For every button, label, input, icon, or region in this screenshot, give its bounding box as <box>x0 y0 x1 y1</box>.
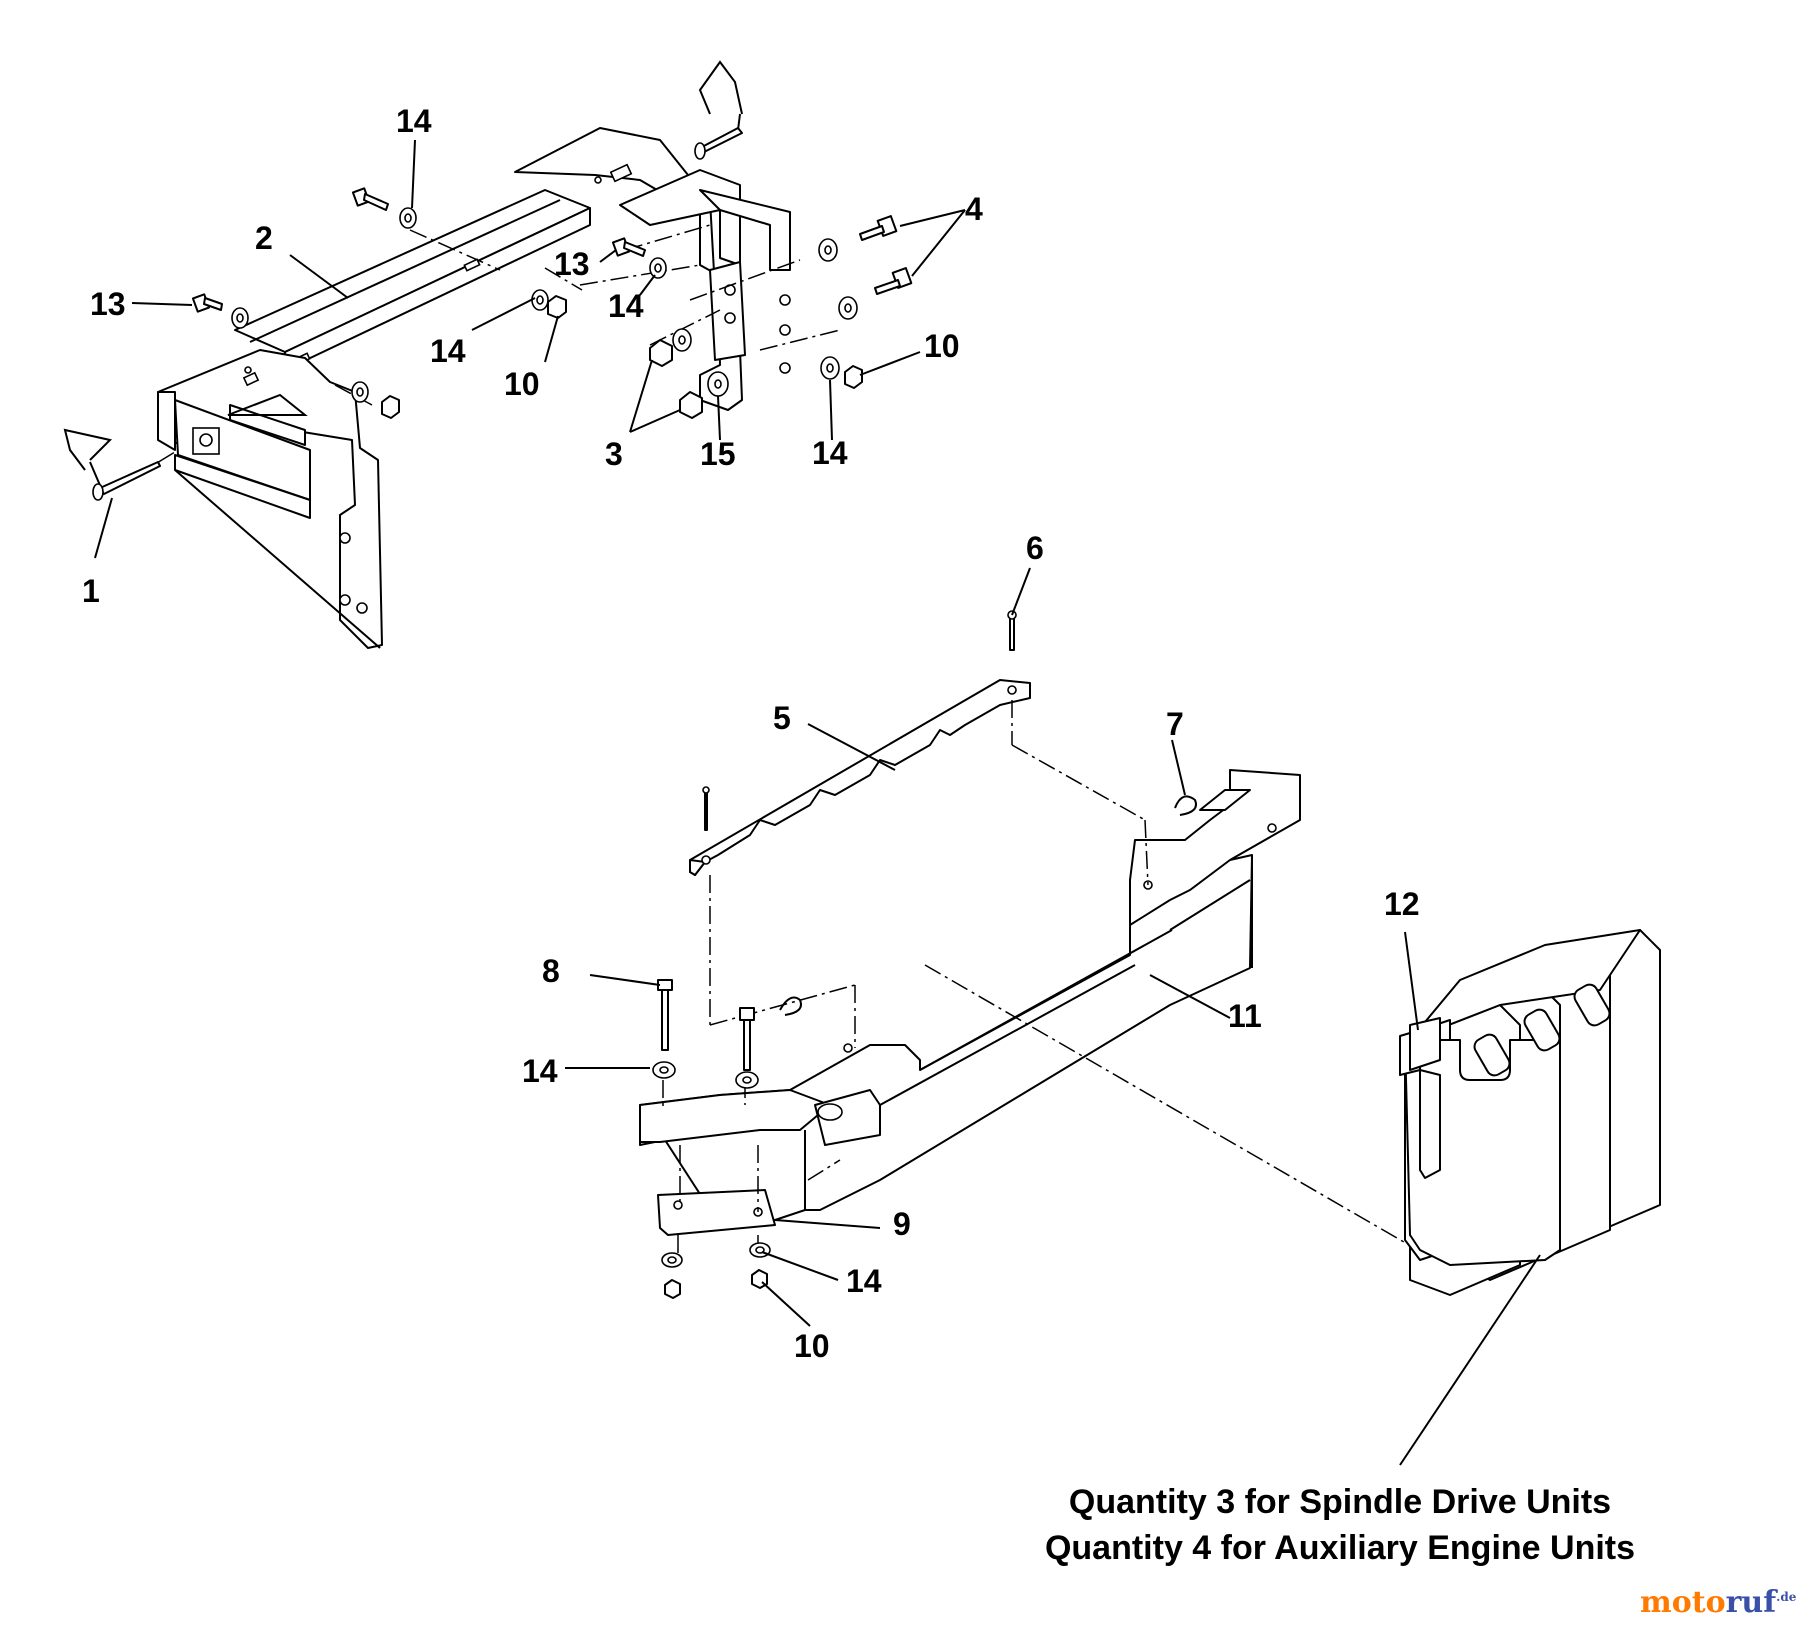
callout-11: 11 <box>1228 998 1262 1034</box>
bolt-4-upper <box>859 215 898 241</box>
callout-14-right: 14 <box>812 435 848 471</box>
front-weight <box>1404 1039 1561 1266</box>
hairpin-lower <box>779 996 802 1016</box>
callout-3: 3 <box>605 436 623 472</box>
bolt-second <box>739 1007 755 1071</box>
callout-6: 6 <box>1026 530 1044 566</box>
hairpin-7 <box>1174 795 1197 816</box>
watermark-part-1: moto <box>1640 1585 1726 1620</box>
callout-10-right: 10 <box>924 328 960 364</box>
suitcase-weights <box>1399 929 1661 1296</box>
callout-7: 7 <box>1166 706 1184 742</box>
weight-handle-1 <box>1473 1033 1511 1077</box>
callout-14-center: 14 <box>608 288 644 324</box>
bolt-13-center <box>611 237 646 257</box>
callout-9: 9 <box>893 1206 911 1242</box>
watermark-logo: motoruf.de <box>1640 1585 1796 1620</box>
callout-14-lower-left: 14 <box>522 1053 558 1089</box>
callout-15: 15 <box>700 436 736 472</box>
bolt-top <box>351 187 389 211</box>
callout-4: 4 <box>965 191 983 227</box>
note-leader <box>1399 1254 1541 1466</box>
pin-6 <box>1009 614 1015 651</box>
callout-8: 8 <box>542 953 560 989</box>
upper-fasteners <box>191 187 913 419</box>
lynch-pin-left <box>63 428 161 501</box>
nut-10-right <box>844 365 863 389</box>
callout-2: 2 <box>255 220 273 256</box>
callout-14-top: 14 <box>396 103 432 139</box>
frame-right-arm <box>1129 769 1301 926</box>
callout-13-center: 13 <box>554 246 590 282</box>
callout-1: 1 <box>82 573 100 609</box>
quantity-note-line-1: Quantity 3 for Spindle Drive Units <box>1068 1483 1612 1521</box>
frame-left-arm <box>639 1089 831 1143</box>
weight-bracket-strip <box>689 679 1031 876</box>
callout-13-left: 13 <box>90 286 126 322</box>
weight-handle-2 <box>1523 1008 1561 1052</box>
nut-10-upper <box>547 295 567 319</box>
front-mount-frame <box>131 127 841 649</box>
nut-3-b <box>679 391 703 419</box>
leader-lines <box>94 139 1541 1466</box>
quantity-note-line-2: Quantity 4 for Auxiliary Engine Units <box>1044 1528 1636 1567</box>
nut-3-a <box>649 339 673 367</box>
callout-12: 12 <box>1384 886 1420 922</box>
callout-5: 5 <box>773 700 791 736</box>
quantity-note: Quantity 3 for Spindle Drive Units Quant… <box>1000 1480 1680 1572</box>
nut-below-a <box>664 1279 681 1299</box>
lower-fasteners <box>652 610 1197 1299</box>
callout-14-lower-right: 14 <box>846 1263 882 1299</box>
weight-handle-3 <box>1573 983 1611 1027</box>
nut-left-low <box>381 395 400 419</box>
callout-10-lower: 10 <box>794 1328 830 1364</box>
bolt-8 <box>657 979 673 1051</box>
weight-support-frame <box>639 769 1301 1226</box>
callout-10-upper: 10 <box>504 366 540 402</box>
callout-14-mid: 14 <box>430 333 466 369</box>
clamp-plate <box>657 1189 776 1236</box>
bolt-13-left <box>191 293 223 313</box>
watermark-suffix: .de <box>1776 1590 1797 1604</box>
bolt-4-lower <box>874 267 913 295</box>
watermark-part-2: ruf <box>1725 1585 1777 1620</box>
lynch-pin-right <box>694 60 743 160</box>
pin-bracket-left <box>704 789 708 831</box>
